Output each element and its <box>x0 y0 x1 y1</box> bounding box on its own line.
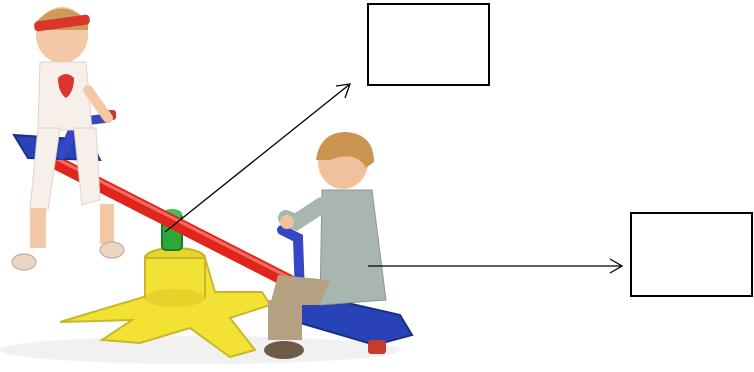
ground-shadow <box>0 336 400 364</box>
arrow-to-right-box <box>368 259 622 273</box>
answer-box-right[interactable] <box>630 212 753 297</box>
answer-box-top[interactable] <box>367 3 490 86</box>
answer-box-top-text <box>369 5 488 84</box>
answer-box-right-text <box>632 214 751 295</box>
